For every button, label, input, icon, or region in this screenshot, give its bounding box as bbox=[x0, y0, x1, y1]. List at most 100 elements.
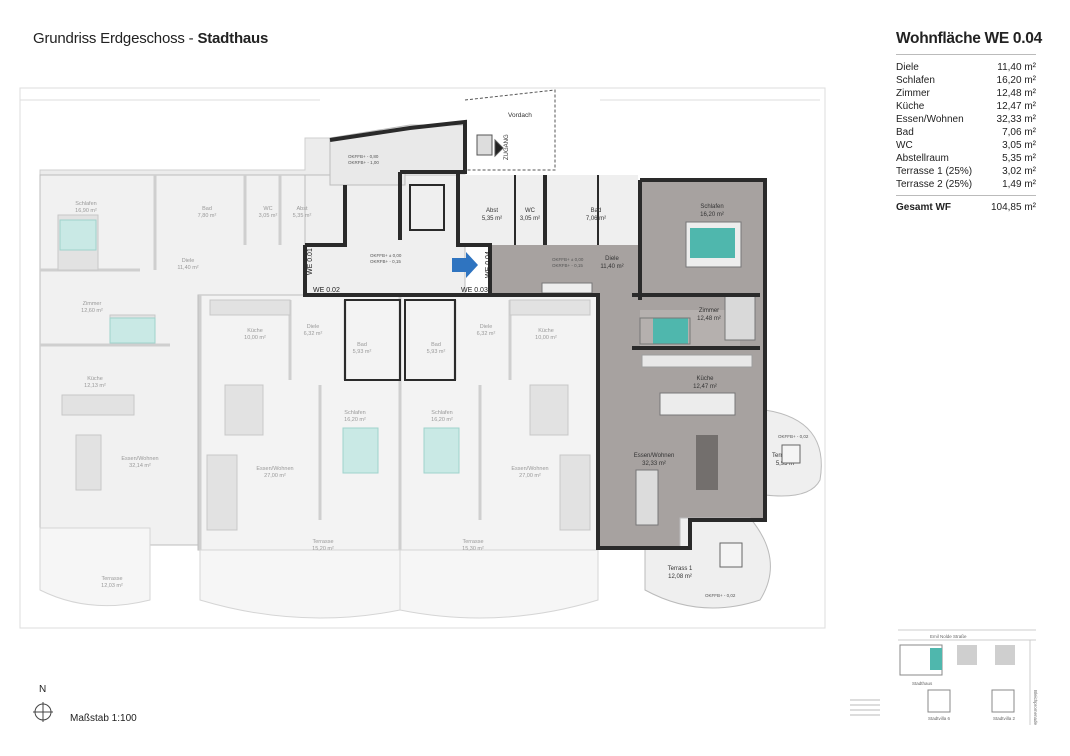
room-name: Abstellraum bbox=[896, 153, 949, 164]
panel-title: Wohnfläche WE 0.04 bbox=[896, 30, 1042, 55]
room-label: Schlafen bbox=[75, 201, 96, 207]
room-label: 5,93 m² bbox=[427, 349, 446, 355]
entrance-canopy bbox=[464, 89, 556, 171]
room-label: Abst bbox=[296, 206, 307, 212]
room-label: Essen/Wohnen bbox=[121, 456, 158, 462]
room-name: Essen/Wohnen bbox=[896, 114, 964, 125]
room-label: WC bbox=[263, 206, 272, 212]
room-label: Terrasse bbox=[312, 539, 333, 545]
we001-label: WE 0.01 bbox=[307, 248, 314, 275]
room-label: 3,05 m² bbox=[520, 216, 540, 222]
room-label: Terrasse bbox=[101, 576, 122, 582]
room-area: 3,02 m² bbox=[1002, 166, 1036, 177]
other-beds bbox=[59, 219, 460, 474]
room-label: 10,00 m² bbox=[535, 335, 557, 341]
entrance-arrow-icon bbox=[452, 252, 478, 278]
room-label: Bad bbox=[591, 208, 602, 214]
svg-text:OKRFB+ - 0,15: OKRFB+ - 0,15 bbox=[370, 259, 401, 264]
other-terraces bbox=[39, 527, 599, 619]
room-label: Küche bbox=[87, 376, 103, 382]
svg-text:Stadtvilla 2: Stadtvilla 2 bbox=[993, 716, 1016, 721]
room-label: Küche bbox=[538, 328, 554, 334]
room-label: Bad bbox=[357, 342, 367, 348]
room-label: 27,00 m² bbox=[519, 473, 541, 479]
room-label: Küche bbox=[696, 376, 714, 382]
room-area: 5,35 m² bbox=[1002, 153, 1036, 164]
room-label: 12,13 m² bbox=[84, 383, 106, 389]
room-row: Schlafen 16,20 m² bbox=[896, 74, 1036, 87]
room-area: 32,33 m² bbox=[996, 114, 1036, 125]
room-name: Schlafen bbox=[896, 75, 935, 86]
room-label: Bad bbox=[202, 206, 212, 212]
room-label: 16,90 m² bbox=[75, 208, 97, 214]
total-row: Gesamt WF 104,85 m² bbox=[896, 195, 1036, 214]
room-label: 11,40 m² bbox=[177, 265, 198, 271]
unit-labels: WE 0.01 WE 0.02 WE 0.03 WE 0.04 bbox=[307, 248, 492, 294]
svg-text:OKFFB+ - 0,02: OKFFB+ - 0,02 bbox=[778, 434, 809, 439]
svg-text:Stadthaus: Stadthaus bbox=[912, 681, 933, 686]
room-label: 7,80 m² bbox=[198, 213, 217, 219]
room-label: Schlafen bbox=[700, 204, 723, 210]
vordach-label: Vordach bbox=[508, 112, 532, 119]
room-label: 6,32 m² bbox=[477, 331, 496, 337]
room-label: 16,20 m² bbox=[700, 212, 724, 218]
room-label: 5,35 m² bbox=[293, 213, 312, 219]
site-outline bbox=[19, 87, 826, 629]
room-label: 12,47 m² bbox=[693, 384, 717, 390]
svg-text:OKFFB+ - 0,80: OKFFB+ - 0,80 bbox=[348, 154, 379, 159]
room-label: 12,03 m² bbox=[101, 583, 123, 589]
room-area: 16,20 m² bbox=[996, 75, 1036, 86]
total-label: Gesamt WF bbox=[896, 202, 952, 213]
room-name: Bad bbox=[896, 127, 914, 138]
room-name: WC bbox=[896, 140, 913, 151]
we003-label: WE 0.03 bbox=[461, 287, 488, 294]
room-area: 12,48 m² bbox=[996, 88, 1036, 99]
room-name: Diele bbox=[896, 62, 919, 73]
room-label: 32,14 m² bbox=[129, 463, 151, 469]
room-label: Terrass 1 bbox=[668, 566, 693, 572]
room-label: Zimmer bbox=[83, 301, 102, 307]
room-label: Schlafen bbox=[431, 410, 452, 416]
page-title: Grundriss Erdgeschoss - Stadthaus bbox=[33, 30, 269, 47]
svg-text:Emil Nolde Straße: Emil Nolde Straße bbox=[930, 634, 967, 639]
room-label: Diele bbox=[605, 256, 619, 262]
room-label: Diele bbox=[480, 324, 493, 330]
room-row: Essen/Wohnen 32,33 m² bbox=[896, 113, 1036, 126]
svg-text:OKFFB+ ± 0,00: OKFFB+ ± 0,00 bbox=[552, 257, 584, 262]
room-label: 5,95 m² bbox=[776, 461, 796, 467]
room-area: 7,06 m² bbox=[1002, 127, 1036, 138]
room-label: 16,20 m² bbox=[431, 417, 453, 423]
room-label: 12,48 m² bbox=[697, 316, 721, 322]
zugang-label: ZUGANG bbox=[504, 134, 510, 160]
room-label: Abst bbox=[486, 208, 498, 214]
room-label: Essen/Wohnen bbox=[256, 466, 293, 472]
level-markers: OKFFB+ - 0,80 OKRFB+ - 1,00 OKFFB+ ± 0,0… bbox=[348, 154, 809, 598]
room-name: Terrasse 1 (25%) bbox=[896, 166, 973, 177]
we004-label: WE 0.04 bbox=[485, 251, 492, 278]
room-row: Terrasse 2 (25%) 1,49 m² bbox=[896, 178, 1036, 191]
room-label: 7,06 m² bbox=[586, 216, 606, 222]
room-label: 10,00 m² bbox=[244, 335, 266, 341]
room-label: 5,35 m² bbox=[482, 216, 502, 222]
room-label: 5,93 m² bbox=[353, 349, 372, 355]
svg-text:OKFFB+ - 0,02: OKFFB+ - 0,02 bbox=[705, 593, 736, 598]
room-area: 12,47 m² bbox=[996, 101, 1036, 112]
room-label: Küche bbox=[247, 328, 263, 334]
site-plan: Emil Nolde Straße Stadthaus Stadtvilla 6… bbox=[850, 629, 1038, 726]
room-area: 1,49 m² bbox=[1002, 179, 1036, 190]
room-label: Essen/Wohnen bbox=[634, 453, 675, 459]
room-label: WC bbox=[525, 208, 536, 214]
room-label: 16,20 m² bbox=[344, 417, 366, 423]
room-label: 12,60 m² bbox=[81, 308, 103, 314]
svg-text:Stadtvilla 6: Stadtvilla 6 bbox=[928, 716, 951, 721]
room-row: Bad 7,06 m² bbox=[896, 126, 1036, 139]
room-name: Terrasse 2 (25%) bbox=[896, 179, 973, 190]
room-label: Essen/Wohnen bbox=[511, 466, 548, 472]
unit-we004 bbox=[458, 175, 822, 609]
